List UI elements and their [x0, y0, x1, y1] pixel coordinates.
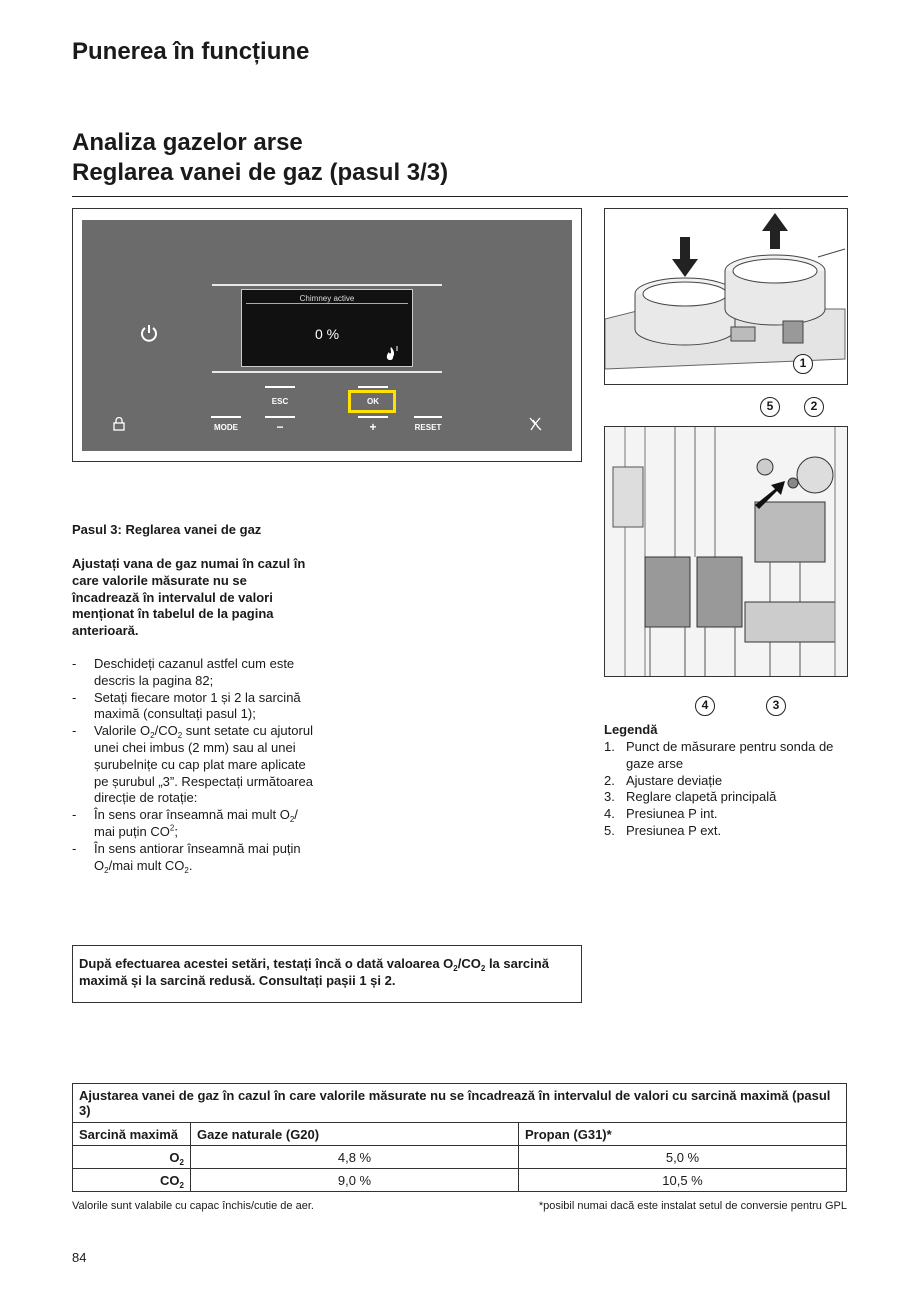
legend-item: 5.Presiunea P ext. — [604, 822, 722, 838]
callout-2: 2 — [804, 397, 824, 417]
step-item-4: În sens orar înseamnă mai mult O2/ mai p… — [72, 807, 322, 841]
footnote-left: Valorile sunt valabile cu capac închis/c… — [72, 1200, 314, 1212]
esc-button[interactable]: ESC — [271, 397, 289, 406]
step-heading: Pasul 3: Reglarea vanei de gaz — [72, 522, 262, 537]
step-item-1: Deschideți cazanul astfel cum este descr… — [72, 656, 322, 690]
gas-valve-figure — [604, 426, 848, 677]
panel-line-bottom — [212, 371, 442, 373]
esc-button-bar — [265, 386, 295, 388]
minus-button-bar — [265, 416, 295, 418]
table-cell: 10,5 % — [518, 1168, 847, 1192]
footnote-right: *posibil numai dacă este instalat setul … — [538, 1200, 847, 1212]
screen-divider — [246, 303, 408, 304]
table-row: CO2 9,0 % 10,5 % — [72, 1168, 847, 1192]
section-title-line2: Reglarea vanei de gaz (pasul 3/3) — [72, 159, 449, 186]
minus-button[interactable]: − — [276, 420, 284, 434]
legend-item: 3.Reglare clapetă principală — [604, 789, 777, 805]
power-icon[interactable] — [139, 323, 159, 343]
panel-line-top — [212, 284, 442, 286]
table-row: O2 4,8 % 5,0 % — [72, 1145, 847, 1169]
step-list: Deschideți cazanul astfel cum este descr… — [72, 656, 322, 874]
step-item-3: Valorile O2/CO2 sunt setate cu ajutorul … — [72, 723, 322, 807]
adjustment-table: Ajustarea vanei de gaz în cazul în care … — [72, 1083, 847, 1192]
screen-title: Chimney active — [299, 294, 355, 303]
plus-button[interactable]: + — [369, 420, 377, 434]
flame-icon — [386, 346, 398, 360]
burner-adapter-figure — [604, 208, 848, 385]
table-cell: 9,0 % — [190, 1168, 519, 1192]
step-item-5: În sens antiorar înseamnă mai puțin O2/m… — [72, 841, 322, 875]
screen-value: 0 % — [314, 326, 340, 342]
step-intro: Ajustați vana de gaz numai în cazul în c… — [72, 556, 306, 639]
callout-4: 4 — [695, 696, 715, 716]
table-cell: 4,8 % — [190, 1145, 519, 1169]
control-panel-frame — [72, 208, 582, 462]
lock-icon[interactable] — [112, 417, 126, 431]
burner-adapter-drawing — [604, 213, 846, 370]
section-title: Analiza gazelor arse Reglarea vanei de g… — [72, 128, 448, 188]
table-cell: CO2 — [72, 1168, 191, 1192]
callout-1: 1 — [793, 354, 813, 374]
table-cell: O2 — [72, 1145, 191, 1169]
control-panel: ESC OK MODE − + RESET — [82, 220, 572, 451]
chimney-sweep-icon[interactable] — [527, 416, 543, 432]
plus-button-bar — [358, 416, 388, 418]
page-title: Punerea în funcțiune — [72, 38, 310, 65]
ok-button[interactable]: OK — [367, 397, 379, 406]
legend-title: Legendă — [604, 722, 658, 737]
callout-3: 3 — [766, 696, 786, 716]
mode-button-bar — [211, 416, 241, 418]
display-screen: Chimney active 0 % — [241, 289, 413, 367]
table-header: Sarcină maximă — [72, 1122, 191, 1146]
legend-item: 4.Presiunea P int. — [604, 806, 718, 822]
legend-list: 1.Punct de măsurare pentru sonda de gaze… — [604, 739, 854, 840]
mode-button[interactable]: MODE — [214, 423, 238, 432]
legend-item: 1.Punct de măsurare pentru sonda de gaze… — [604, 739, 834, 771]
reset-button[interactable]: RESET — [414, 423, 442, 432]
legend-item: 2.Ajustare deviație — [604, 772, 723, 788]
table-title: Ajustarea vanei de gaz în cazul în care … — [72, 1083, 847, 1123]
section-title-line1: Analiza gazelor arse — [72, 129, 303, 156]
table-header: Gaze naturale (G20) — [190, 1122, 519, 1146]
table-header: Propan (G31)* — [518, 1122, 847, 1146]
table-cell: 5,0 % — [518, 1145, 847, 1169]
title-divider — [72, 196, 848, 197]
step-item-2: Setați fiecare motor 1 și 2 la sarcină m… — [72, 690, 322, 724]
ok-button-highlight — [348, 390, 396, 413]
notice-box: După efectuarea acestei setări, testați … — [72, 945, 582, 1003]
reset-button-bar — [414, 416, 442, 418]
page-number: 84 — [72, 1250, 87, 1265]
ok-button-bar — [358, 386, 388, 388]
gas-valve-drawing — [605, 427, 847, 676]
callout-5: 5 — [760, 397, 780, 417]
